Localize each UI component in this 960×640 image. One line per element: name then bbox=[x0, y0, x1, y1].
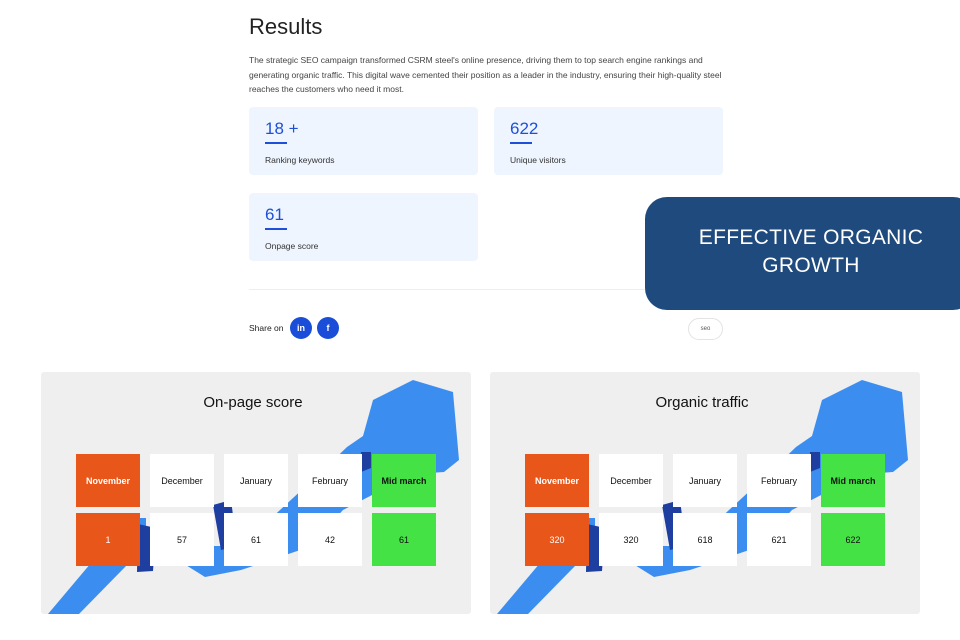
results-title: Results bbox=[249, 14, 323, 39]
value-cell: 320 bbox=[599, 513, 663, 566]
month-cell: December bbox=[599, 454, 663, 507]
stat-underline bbox=[265, 142, 287, 144]
month-cell: Mid march bbox=[821, 454, 885, 507]
facebook-icon: f bbox=[326, 323, 330, 333]
share-label: Share on bbox=[249, 323, 284, 333]
stat-value: 622 bbox=[510, 119, 539, 138]
value-cell: 1 bbox=[76, 513, 140, 566]
month-cell: November bbox=[76, 454, 140, 507]
stat-card-onpage-score: 61 Onpage score bbox=[249, 193, 478, 261]
effective-organic-growth-banner: EFFECTIVE ORGANIC GROWTH bbox=[645, 197, 960, 310]
stat-label: Onpage score bbox=[265, 241, 319, 251]
banner-text: EFFECTIVE ORGANIC GROWTH bbox=[645, 224, 960, 280]
divider bbox=[249, 289, 723, 290]
month-cell: Mid march bbox=[372, 454, 436, 507]
linkedin-share-button[interactable]: in bbox=[290, 317, 312, 339]
stat-value: 61 bbox=[265, 205, 284, 224]
value-cell: 622 bbox=[821, 513, 885, 566]
stat-card-ranking-keywords: 18 + Ranking keywords bbox=[249, 107, 478, 175]
panel-title: On-page score bbox=[203, 394, 303, 411]
stat-underline bbox=[510, 142, 532, 144]
value-cell: 42 bbox=[298, 513, 362, 566]
stat-label: Unique visitors bbox=[510, 155, 566, 165]
tag-seo[interactable]: seo bbox=[688, 318, 723, 340]
value-cell: 57 bbox=[150, 513, 214, 566]
banner-line-2: GROWTH bbox=[762, 254, 860, 277]
banner-line-1: EFFECTIVE ORGANIC bbox=[698, 226, 924, 249]
organic-traffic-panel: Organic traffic November December Januar… bbox=[490, 372, 920, 614]
stat-card-unique-visitors: 622 Unique visitors bbox=[494, 107, 723, 175]
stat-label: Ranking keywords bbox=[265, 155, 335, 165]
month-cell: December bbox=[150, 454, 214, 507]
results-description: The strategic SEO campaign transformed C… bbox=[249, 55, 722, 94]
linkedin-icon: in bbox=[297, 323, 305, 333]
onpage-score-panel: On-page score November December January … bbox=[41, 372, 471, 614]
month-cell: January bbox=[673, 454, 737, 507]
value-cell: 61 bbox=[224, 513, 288, 566]
value-cell: 618 bbox=[673, 513, 737, 566]
month-cell: February bbox=[298, 454, 362, 507]
facebook-share-button[interactable]: f bbox=[317, 317, 339, 339]
value-cell: 621 bbox=[747, 513, 811, 566]
value-cell: 320 bbox=[525, 513, 589, 566]
stat-underline bbox=[265, 228, 287, 230]
month-cell: November bbox=[525, 454, 589, 507]
panel-title: Organic traffic bbox=[655, 394, 749, 411]
stat-value: 18 + bbox=[265, 119, 299, 138]
value-cell: 61 bbox=[372, 513, 436, 566]
month-cell: February bbox=[747, 454, 811, 507]
month-cell: January bbox=[224, 454, 288, 507]
